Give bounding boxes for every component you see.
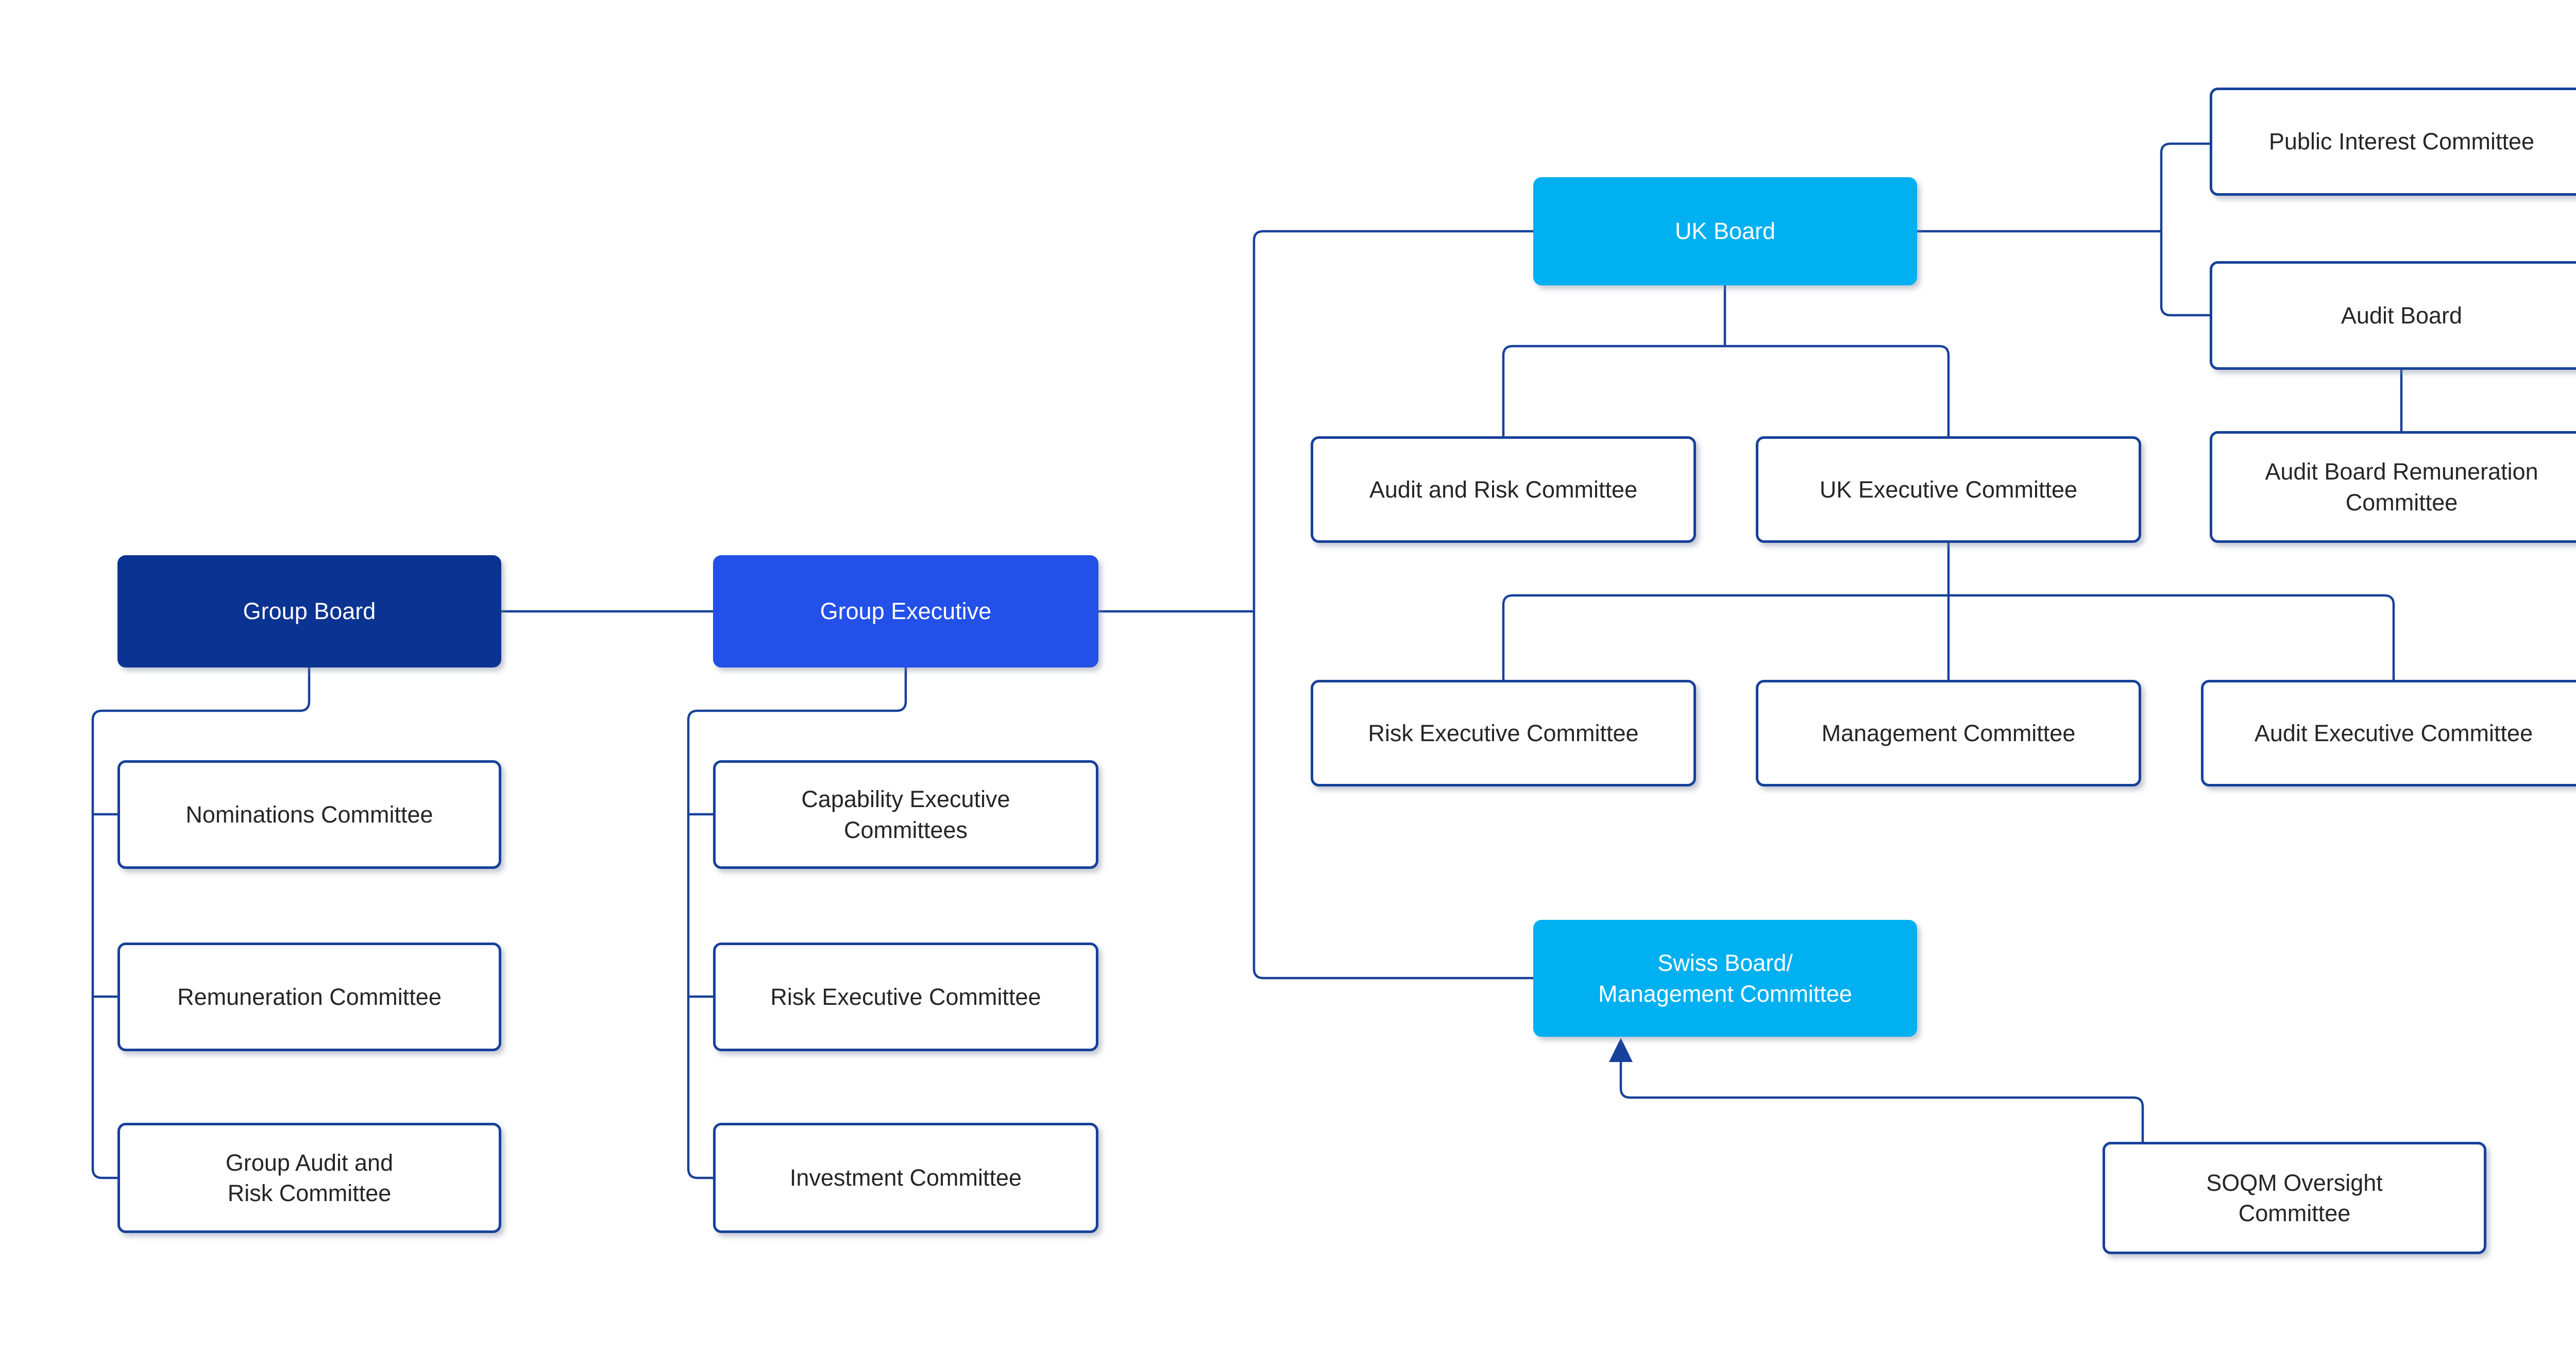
node-swiss-board-management-committee: Swiss Board/ Management Committee [1533,920,1917,1037]
connector-soqm-swissboard [1619,1061,2144,1142]
node-uk-board: UK Board [1533,177,1917,285]
node-soqm-oversight-committee: SOQM Oversight Committee [2103,1142,2486,1254]
connector-pic-auditboard-bracket [2160,142,2210,317]
connector-trunk-ukboard-swissboard [1252,230,1533,980]
arrowhead-into-swiss-board [1609,1038,1633,1062]
node-investment-committee: Investment Committee [713,1123,1098,1233]
node-group-audit-risk-committee: Group Audit and Risk Committee [117,1123,501,1233]
connector-ukboard-children-bracket [1502,345,1950,436]
node-risk-executive-committee-group: Risk Executive Committee [713,943,1098,1051]
node-nominations-committee: Nominations Committee [117,760,501,869]
node-audit-and-risk-committee: Audit and Risk Committee [1311,436,1696,543]
node-group-executive: Group Executive [713,555,1098,668]
node-uk-executive-committee: UK Executive Committee [1756,436,2141,543]
node-remuneration-committee: Remuneration Committee [117,943,501,1051]
node-capability-executive-committees: Capability Executive Committees [713,760,1098,869]
node-audit-board: Audit Board [2210,261,2576,370]
node-public-interest-committee: Public Interest Committee [2210,88,2576,196]
node-risk-executive-committee-uk: Risk Executive Committee [1311,680,1696,786]
node-audit-board-remuneration-committee: Audit Board Remuneration Committee [2210,431,2576,543]
node-audit-executive-committee: Audit Executive Committee [2201,680,2576,786]
connector-group-board-children [91,668,311,1179]
connector-ukexec-children-bracket [1502,594,2395,680]
connector-group-executive-children [687,668,907,1179]
node-group-board: Group Board [117,555,501,668]
node-management-committee: Management Committee [1756,680,2141,786]
